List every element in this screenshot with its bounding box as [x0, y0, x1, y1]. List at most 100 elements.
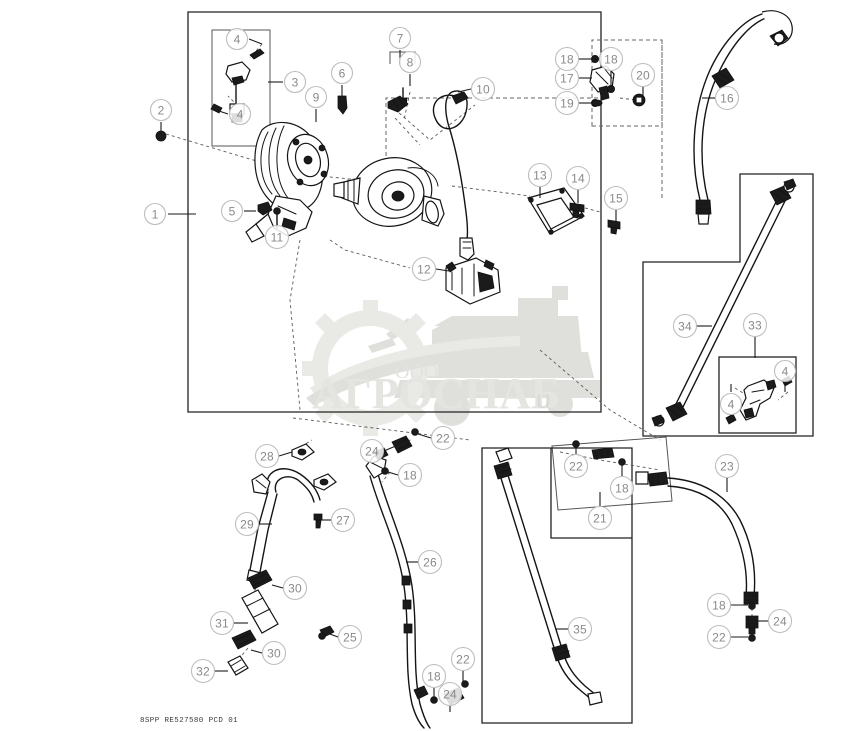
callout-33[interactable]: 33 [742, 312, 768, 359]
callout-bubble-3[interactable] [283, 70, 307, 94]
callout-bubble-12[interactable] [411, 256, 437, 282]
callout-20[interactable]: 20 [630, 62, 656, 99]
callout-bubble-31[interactable] [209, 610, 235, 636]
callout-bubble-26[interactable] [417, 549, 443, 575]
callout-bubble-35[interactable] [567, 616, 593, 642]
callout-bubble-28[interactable] [254, 443, 280, 469]
callout-bubble-22[interactable] [450, 646, 476, 672]
callout-24[interactable]: 24 [756, 608, 793, 634]
callout-22[interactable]: 22 [706, 624, 749, 650]
callout-bubble-23[interactable] [714, 453, 740, 479]
callout-30[interactable]: 30 [271, 575, 308, 601]
callout-bubble-16[interactable] [714, 85, 740, 111]
callout-bubble-15[interactable] [603, 185, 629, 211]
callout-4[interactable]: 4 [773, 359, 797, 393]
callout-24[interactable]: 24 [437, 681, 463, 713]
callout-18[interactable]: 18 [609, 462, 635, 501]
callout-12[interactable]: 12 [411, 256, 450, 282]
callout-bubble-30[interactable] [261, 640, 287, 666]
callout-18[interactable]: 18 [387, 462, 423, 488]
callout-24[interactable]: 24 [359, 438, 399, 464]
callout-22[interactable]: 22 [417, 425, 456, 451]
callout-18[interactable]: 18 [554, 46, 593, 72]
callout-bubble-18[interactable] [397, 462, 423, 488]
callout-bubble-5[interactable] [220, 199, 244, 223]
callout-bubble-30[interactable] [282, 575, 308, 601]
callout-29[interactable]: 29 [234, 511, 273, 537]
callout-bubble-6[interactable] [330, 61, 354, 85]
callout-bubble-4[interactable] [719, 392, 743, 416]
callout-bubble-33[interactable] [742, 312, 768, 338]
callout-bubble-24[interactable] [767, 608, 793, 634]
part-13-gasket [527, 187, 585, 235]
callout-17[interactable]: 17 [554, 65, 593, 91]
part-33-bracket [725, 375, 793, 425]
callout-bubble-27[interactable] [330, 507, 356, 533]
callout-21[interactable]: 21 [587, 492, 613, 531]
callout-bubble-18[interactable] [609, 475, 635, 501]
callout-bubble-21[interactable] [587, 505, 613, 531]
callout-15[interactable]: 15 [603, 185, 629, 222]
callout-bubble-20[interactable] [630, 62, 656, 88]
callout-4[interactable]: 4 [215, 102, 252, 126]
callout-bubble-18[interactable] [554, 46, 580, 72]
callout-28[interactable]: 28 [254, 443, 293, 469]
callout-bubble-10[interactable] [470, 76, 496, 102]
callout-19[interactable]: 19 [554, 90, 593, 116]
callout-9[interactable]: 9 [304, 85, 328, 123]
callout-bubble-18[interactable] [706, 592, 732, 618]
callout-bubble-22[interactable] [430, 425, 456, 451]
callout-bubble-32[interactable] [190, 658, 216, 684]
callout-bubble-4[interactable] [225, 27, 249, 51]
callout-18[interactable]: 18 [598, 46, 624, 88]
callout-7[interactable]: 7 [388, 26, 412, 65]
part-5-bolt [257, 201, 273, 216]
callout-11[interactable]: 11 [264, 212, 290, 250]
callout-35[interactable]: 35 [556, 616, 593, 642]
callout-bubble-34[interactable] [672, 313, 698, 339]
callout-bubble-29[interactable] [234, 511, 260, 537]
callout-22[interactable]: 22 [450, 646, 476, 683]
callout-4[interactable]: 4 [225, 27, 263, 51]
callout-27[interactable]: 27 [320, 507, 356, 533]
callout-10[interactable]: 10 [457, 76, 496, 102]
callout-8[interactable]: 8 [398, 50, 422, 87]
callout-4[interactable]: 4 [719, 384, 743, 416]
callout-18[interactable]: 18 [421, 663, 447, 699]
callout-32[interactable]: 32 [190, 658, 229, 684]
callout-bubble-22[interactable] [706, 624, 732, 650]
callout-bubble-18[interactable] [421, 663, 447, 689]
callout-bubble-14[interactable] [565, 165, 591, 191]
callout-bubble-19[interactable] [554, 90, 580, 116]
callout-2[interactable]: 2 [149, 98, 173, 135]
callout-14[interactable]: 14 [565, 165, 591, 204]
callout-bubble-4[interactable] [773, 359, 797, 383]
callout-bubble-22[interactable] [563, 453, 589, 479]
callout-bubble-24[interactable] [359, 438, 385, 464]
callout-26[interactable]: 26 [406, 549, 443, 575]
callout-3[interactable]: 3 [268, 70, 307, 94]
callout-bubble-9[interactable] [304, 85, 328, 109]
callout-5[interactable]: 5 [220, 199, 257, 223]
callout-30[interactable]: 30 [250, 640, 287, 666]
callout-bubble-4[interactable] [228, 102, 252, 126]
callout-bubble-11[interactable] [264, 224, 290, 250]
callout-1[interactable]: 1 [143, 202, 197, 226]
callout-31[interactable]: 31 [209, 610, 249, 636]
callout-34[interactable]: 34 [672, 313, 713, 339]
callout-25[interactable]: 25 [326, 624, 363, 650]
callout-13[interactable]: 13 [527, 162, 553, 199]
callout-bubble-7[interactable] [388, 26, 412, 50]
callout-16[interactable]: 16 [702, 85, 740, 111]
callout-bubble-8[interactable] [398, 50, 422, 74]
callout-bubble-2[interactable] [149, 98, 173, 122]
callout-bubble-24[interactable] [437, 681, 463, 707]
callout-bubble-25[interactable] [337, 624, 363, 650]
callout-bubble-18[interactable] [598, 46, 624, 72]
callout-bubble-1[interactable] [143, 202, 167, 226]
callout-22[interactable]: 22 [563, 444, 589, 479]
callout-bubble-13[interactable] [527, 162, 553, 188]
callout-18[interactable]: 18 [706, 592, 749, 618]
callout-23[interactable]: 23 [714, 453, 740, 493]
callout-6[interactable]: 6 [330, 61, 354, 97]
